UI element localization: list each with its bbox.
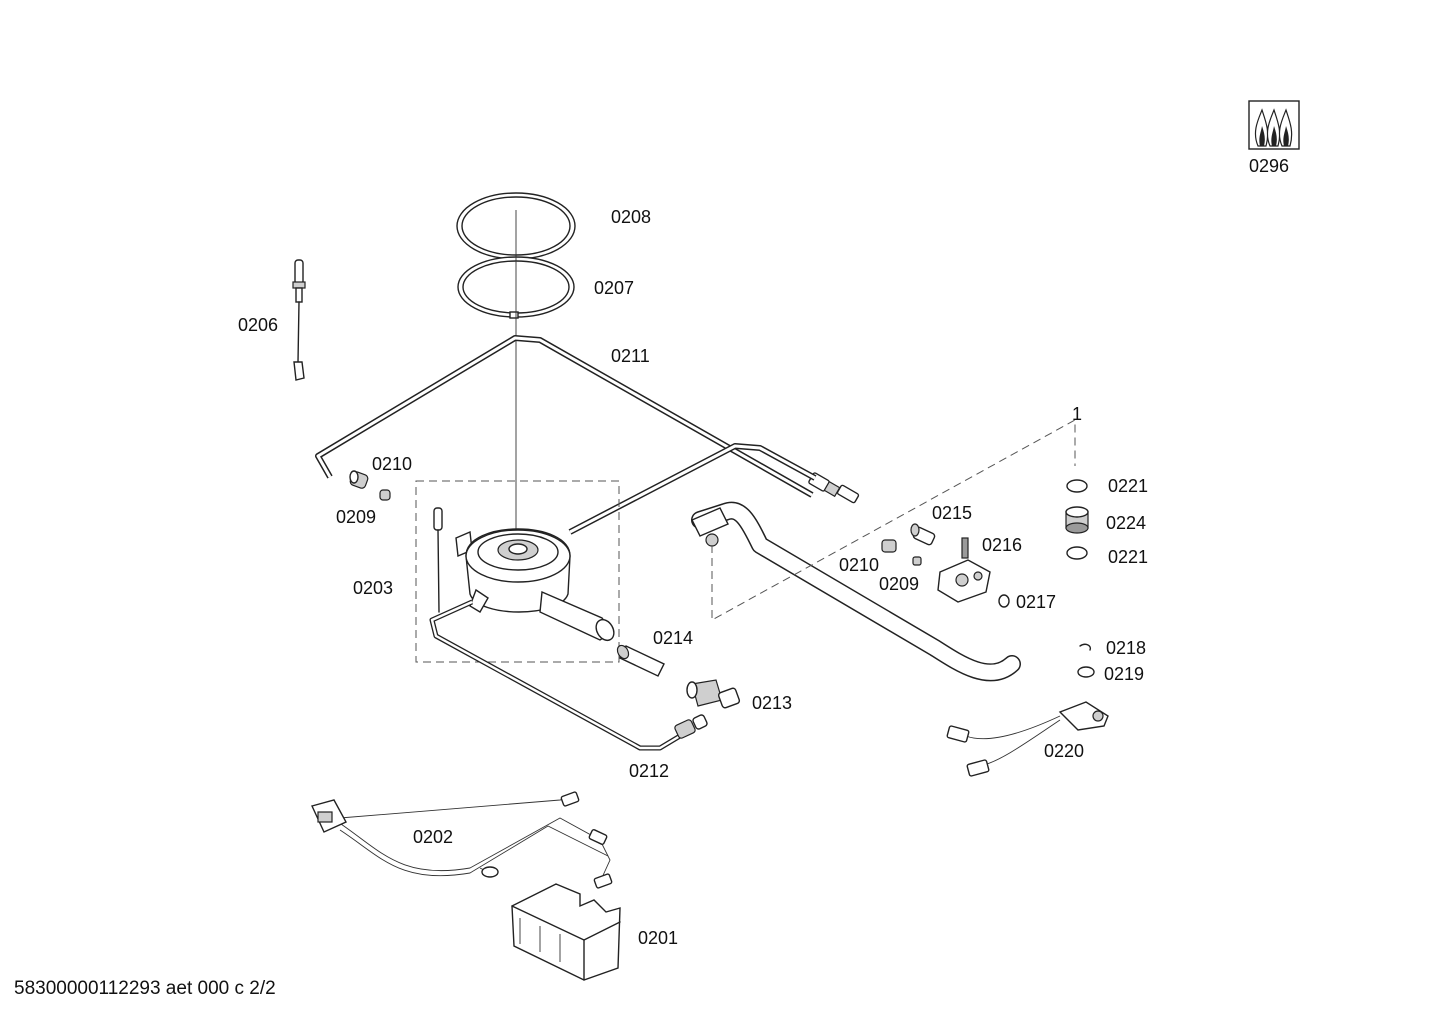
part-0212-thermocouple-tube: [429, 599, 708, 751]
part-0203-group-frame: [415, 480, 620, 663]
part-0221-seal-top: [1066, 479, 1088, 493]
part-0219-washer: [1077, 666, 1095, 678]
part-0215-fitting: [910, 523, 936, 546]
assembly-guide-lines: 1: [711, 404, 1082, 621]
part-0218-clip: [1079, 643, 1092, 651]
label-0201: 0201: [638, 928, 678, 948]
label-0221-top: 0221: [1108, 476, 1148, 496]
part-0201-ignition-module: [511, 883, 621, 981]
part-0203-burner: [433, 507, 615, 642]
label-0210-left: 0210: [372, 454, 412, 474]
label-0215: 0215: [932, 503, 972, 523]
part-0211-gas-tube: [315, 335, 860, 504]
part-0202-wiring-harness: [311, 791, 613, 889]
label-0213: 0213: [752, 693, 792, 713]
part-0210-fitting-right: [881, 539, 897, 553]
label-0209-left: 0209: [336, 507, 376, 527]
label-0209-right: 0209: [879, 574, 919, 594]
label-0212: 0212: [629, 761, 669, 781]
document-footer-code: 58300000112293 aet 000 c 2/2: [14, 978, 276, 999]
part-0206-electrode: [292, 259, 306, 381]
part-0209-nozzle-right: [912, 556, 922, 566]
part-labels: 0296 0208 0207 0206 0211 0210 0209 0203 …: [238, 156, 1289, 948]
gas-flame-icon: [1248, 100, 1300, 150]
label-0219: 0219: [1104, 664, 1144, 684]
label-0206: 0206: [238, 315, 278, 335]
part-0224-screw-fitting: [1065, 506, 1089, 534]
label-0207: 0207: [594, 278, 634, 298]
part-0220-switch-harness: [946, 701, 1109, 777]
label-0217: 0217: [1016, 592, 1056, 612]
part-0211-supply-tube: [568, 443, 817, 535]
label-0218: 0218: [1106, 638, 1146, 658]
label-0208: 0208: [611, 207, 651, 227]
part-main-gas-pipe: [691, 501, 1021, 682]
callout-marker: 1: [1072, 404, 1082, 424]
part-0221-seal-bottom: [1066, 546, 1088, 560]
part-0209-nozzle-left: [379, 489, 391, 501]
label-0203: 0203: [353, 578, 393, 598]
part-0217-washer: [998, 594, 1010, 608]
label-0211: 0211: [611, 346, 650, 366]
part-0216-valve: [937, 537, 991, 603]
part-0213-connector: [686, 679, 741, 709]
part-0210-fitting-left: [349, 470, 369, 489]
label-0210-right: 0210: [839, 555, 879, 575]
label-0220: 0220: [1044, 741, 1084, 761]
label-0202: 0202: [413, 827, 453, 847]
part-0214-sleeve: [616, 644, 665, 677]
label-0296: 0296: [1249, 156, 1289, 176]
label-0221-bottom: 0221: [1108, 547, 1148, 567]
label-0214: 0214: [653, 628, 693, 648]
label-0216: 0216: [982, 535, 1022, 555]
label-0224: 0224: [1106, 513, 1146, 533]
